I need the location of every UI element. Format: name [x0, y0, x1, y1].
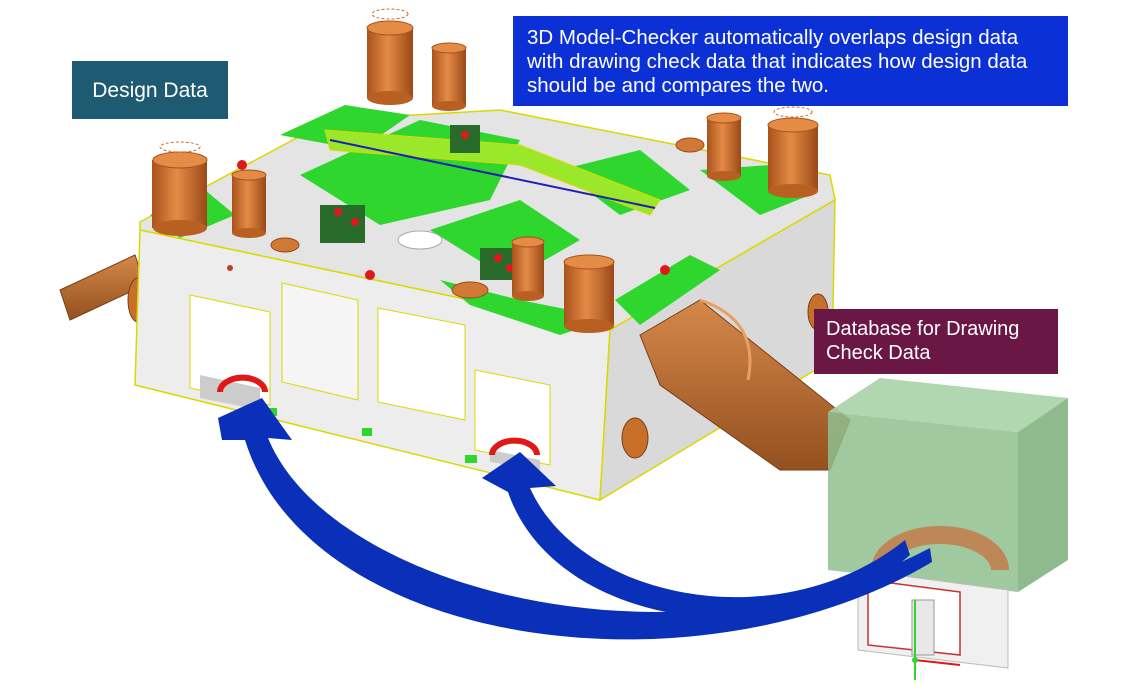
left-pipe [59, 254, 149, 323]
callout-text: 3D Model-Checker automatically overlaps … [527, 26, 1028, 97]
callout-box: 3D Model-Checker automatically overlaps … [513, 16, 1068, 106]
design-data-text: Design Data [92, 78, 208, 102]
arrow-to-left-pocket [218, 398, 932, 640]
comparison-arrows [218, 398, 932, 640]
design-data-label: Design Data [72, 61, 228, 119]
database-text: Database for Drawing Check Data [826, 318, 1020, 364]
mold-model [134, 105, 836, 502]
database-label: Database for Drawing Check Data [814, 309, 1058, 374]
arrow-to-right-pocket [482, 452, 910, 618]
database-cube [828, 378, 1068, 680]
cylinders [152, 8, 819, 333]
